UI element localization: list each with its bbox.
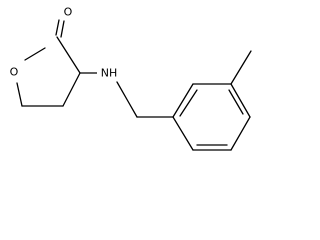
lactone-ring (16, 19, 81, 107)
bond-ar6-ar1 (172, 116, 194, 151)
bond-ar-inner-2 (228, 89, 244, 115)
methyl-group (230, 50, 252, 85)
bond-carbonyl-2 (60, 20, 65, 38)
benzene-ring (172, 83, 251, 151)
bond-c2-c3 (56, 36, 81, 74)
amine-linker (79, 72, 174, 118)
atom-labels: O O NH (7, 4, 121, 80)
carbonyl-oxygen-label: O (64, 6, 73, 19)
bond-c3-c4 (62, 72, 81, 107)
bond-n-ch2 (116, 81, 138, 118)
ring-oxygen-label: O (10, 66, 19, 79)
bond-c5-o1 (16, 82, 23, 107)
amine-label: NH (101, 67, 118, 80)
bond-ar4-ar5 (230, 116, 251, 151)
bond-ar3-ar4 (230, 83, 251, 118)
bond-carbonyl-1 (55, 19, 60, 36)
chemical-structure: O O NH (7, 4, 252, 151)
bond-o1-c2 (24, 47, 46, 61)
bond-ar1-ar2 (172, 83, 194, 118)
bond-ar-methyl (230, 50, 252, 85)
bond-ar-inner-1 (179, 89, 198, 117)
